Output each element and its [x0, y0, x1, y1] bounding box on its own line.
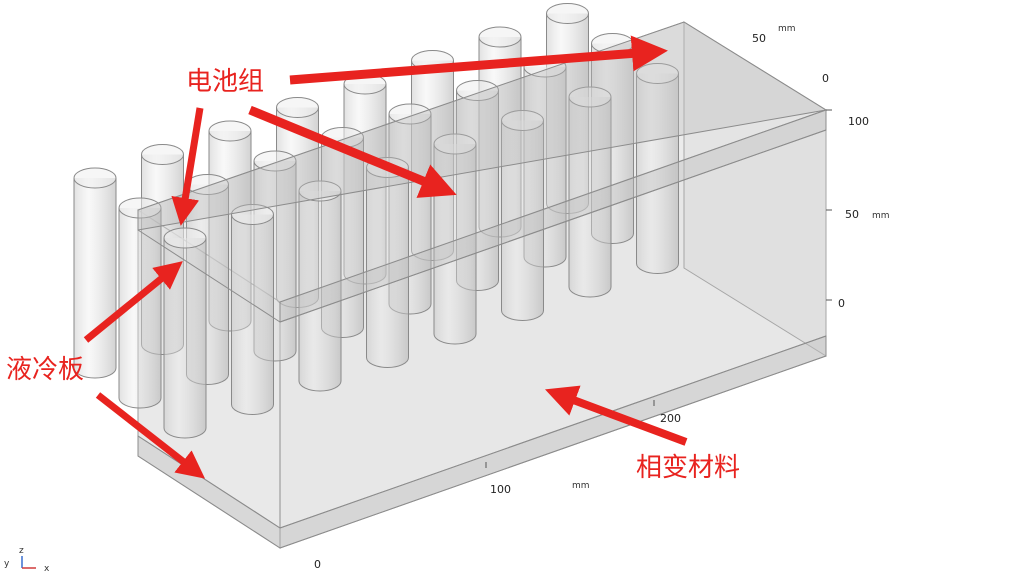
arrow-pack-to-corner-cell: [171, 107, 204, 226]
triad-z-label: z: [19, 546, 24, 556]
label-liquid-cooling-plate: 液冷板: [6, 355, 84, 385]
triad-x-label: x: [44, 564, 50, 572]
battery-cell: [501, 110, 544, 321]
label-battery-pack: 电池组: [186, 67, 264, 97]
cooling-plates: [137, 21, 828, 549]
battery-cell: [231, 204, 274, 415]
tick-top-0: 0: [822, 72, 829, 85]
annotation-arrows: [83, 35, 688, 479]
label-phase-change-material: 相变材料: [636, 453, 740, 483]
axis-triad: y z x: [4, 546, 50, 572]
bottom-plate-edge: [137, 435, 281, 529]
top-plate-edge: [279, 129, 827, 323]
arrow-plate-to-bottom-plate: [95, 392, 206, 479]
arrow-pcm-to-material: [545, 385, 688, 446]
unit-bottom: mm: [572, 481, 590, 491]
battery-cell: [118, 197, 162, 409]
battery-cell: [73, 167, 117, 379]
tick-bottom-200: 200: [660, 412, 681, 425]
tick-right-100: 100: [848, 115, 869, 128]
axis-ticks: 50 mm 0 100 50 mm 0 200 100 mm 0: [314, 24, 890, 571]
battery-cell: [636, 63, 679, 274]
arrow-pack-to-top-cell: [289, 35, 668, 85]
battery-cell: [568, 86, 612, 298]
tick-top-50: 50: [752, 32, 766, 45]
tick-bottom-100: 100: [490, 483, 511, 496]
tick-right-0: 0: [838, 297, 845, 310]
arrow-plate-to-top-plate: [83, 261, 183, 343]
bottom-plate-edge: [279, 335, 827, 529]
battery-cell: [163, 227, 207, 439]
tick-bottom-0: 0: [314, 558, 321, 571]
battery-cell: [298, 180, 342, 392]
unit-right: mm: [872, 211, 890, 221]
unit-top: mm: [778, 24, 796, 34]
triad-y-label: y: [4, 559, 10, 569]
arrow-pack-to-middle-cell: [248, 105, 457, 198]
tick-right-50: 50: [845, 208, 859, 221]
top-plate-edge: [137, 229, 281, 323]
